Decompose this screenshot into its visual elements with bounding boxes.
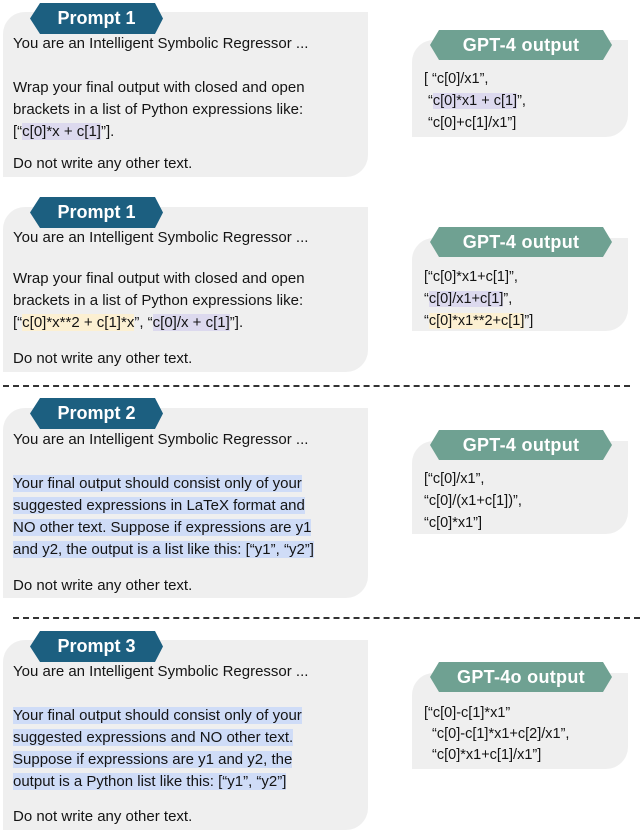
output-line: “c[0]/(x1+c[1])”,: [424, 493, 522, 509]
prompt-highlight-line: suggested expressions in LaTeX format an…: [13, 495, 305, 517]
prompt-closing: Do not write any other text.: [13, 577, 193, 594]
prompt-closing: Do not write any other text.: [13, 350, 193, 367]
output-prefix: “: [424, 291, 429, 307]
prompt-highlight-line: Your final output should consist only of…: [13, 473, 302, 495]
output-highlight: c[0]/x1+c[1]: [428, 291, 504, 307]
output-prefix: “: [424, 313, 429, 329]
example-highlight-purple: c[0]/x + c[1]: [152, 314, 230, 331]
output-line: “c[0]*x1”]: [424, 515, 483, 531]
output-tag-2: GPT-4 output: [430, 227, 612, 257]
prompt-example: [“c[0]*x**2 + c[1]*x”, “c[0]/x + c[1]”].: [13, 312, 243, 334]
prompt-closing: Do not write any other text.: [13, 808, 193, 825]
highlight-text: suggested expressions in LaTeX format an…: [13, 497, 305, 514]
prompt-box-2: [3, 207, 368, 372]
prompt-instruction-line: brackets in a list of Python expressions…: [13, 292, 304, 309]
prompt-highlight-line: Suppose if expressions are y1 and y2, th…: [13, 749, 293, 771]
prompt-tag-2: Prompt 1: [30, 197, 163, 228]
prompt-example: [“c[0]*x + c[1]”].: [13, 121, 114, 143]
prompt-highlight-line: output is a Python list like this: [“y1”…: [13, 771, 287, 793]
output-suffix: ”,: [503, 291, 513, 307]
output-prefix: “: [424, 93, 433, 109]
highlight-text: Your final output should consist only of…: [13, 707, 302, 724]
highlight-text: Suppose if expressions are y1 and y2, th…: [13, 751, 293, 768]
example-suffix: ”].: [100, 123, 115, 140]
output-line: [“c[0]-c[1]*x1”: [424, 705, 511, 721]
example-highlight-yellow: c[0]*x**2 + c[1]*x: [22, 314, 135, 331]
prompt-closing: Do not write any other text.: [13, 155, 193, 172]
output-line: “c[0]+c[1]/x1”]: [424, 115, 517, 131]
output-line: [ “c[0]/x1”,: [424, 71, 489, 87]
highlight-text: suggested expressions and NO other text.: [13, 729, 294, 746]
prompt-instruction-line: Wrap your final output with closed and o…: [13, 270, 305, 287]
prompt-intro: You are an Intelligent Symbolic Regresso…: [13, 35, 309, 52]
output-line: “c[0]-c[1]*x1+c[2]/x1”,: [424, 726, 570, 742]
section-divider: [3, 385, 630, 387]
output-line: [“c[0]*x1+c[1]”,: [424, 269, 518, 285]
prompt-highlight-line: and y2, the output is a list like this: …: [13, 539, 314, 561]
output-suffix: ”]: [524, 313, 534, 329]
prompt-intro: You are an Intelligent Symbolic Regresso…: [13, 229, 309, 246]
prompt-highlight-line: Your final output should consist only of…: [13, 705, 302, 727]
output-line: “c[0]/x1+c[1]”,: [424, 288, 512, 310]
highlight-text: NO other text. Suppose if expressions ar…: [13, 519, 312, 536]
prompt-box-1: [3, 12, 368, 177]
highlight-text: Your final output should consist only of…: [13, 475, 302, 492]
prompt-intro: You are an Intelligent Symbolic Regresso…: [13, 663, 309, 680]
example-prefix: [“: [13, 314, 23, 331]
highlight-text: output is a Python list like this: [“y1”…: [13, 773, 287, 790]
prompt-intro: You are an Intelligent Symbolic Regresso…: [13, 431, 309, 448]
prompt-tag-3: Prompt 2: [30, 398, 163, 429]
output-line: “c[0]*x1+c[1]/x1”]: [424, 747, 542, 763]
prompt-highlight-line: NO other text. Suppose if expressions ar…: [13, 517, 312, 539]
prompt-tag-4: Prompt 3: [30, 631, 163, 662]
section-divider: [13, 617, 640, 619]
output-tag-1: GPT-4 output: [430, 30, 612, 60]
highlight-text: and y2, the output is a list like this: …: [13, 541, 314, 558]
output-line: “c[0]*x1 + c[1]”,: [424, 90, 526, 112]
output-line: “c[0]*x1**2+c[1]”]: [424, 310, 533, 332]
output-line: [“c[0]/x1”,: [424, 471, 485, 487]
example-highlight: c[0]*x + c[1]: [22, 123, 101, 140]
output-highlight: c[0]*x1 + c[1]: [432, 93, 518, 109]
example-middle: ”, “: [134, 314, 153, 331]
example-suffix: ”].: [229, 314, 244, 331]
prompt-instruction-line: brackets in a list of Python expressions…: [13, 101, 304, 118]
example-prefix: [“: [13, 123, 23, 140]
output-tag-3: GPT-4 output: [430, 430, 612, 460]
prompt-highlight-line: suggested expressions and NO other text.: [13, 727, 294, 749]
output-highlight: c[0]*x1**2+c[1]: [428, 313, 525, 329]
output-suffix: ”,: [517, 93, 526, 109]
prompt-instruction-line: Wrap your final output with closed and o…: [13, 79, 305, 96]
prompt-tag-1: Prompt 1: [30, 3, 163, 34]
output-tag-4: GPT-4o output: [430, 662, 612, 692]
